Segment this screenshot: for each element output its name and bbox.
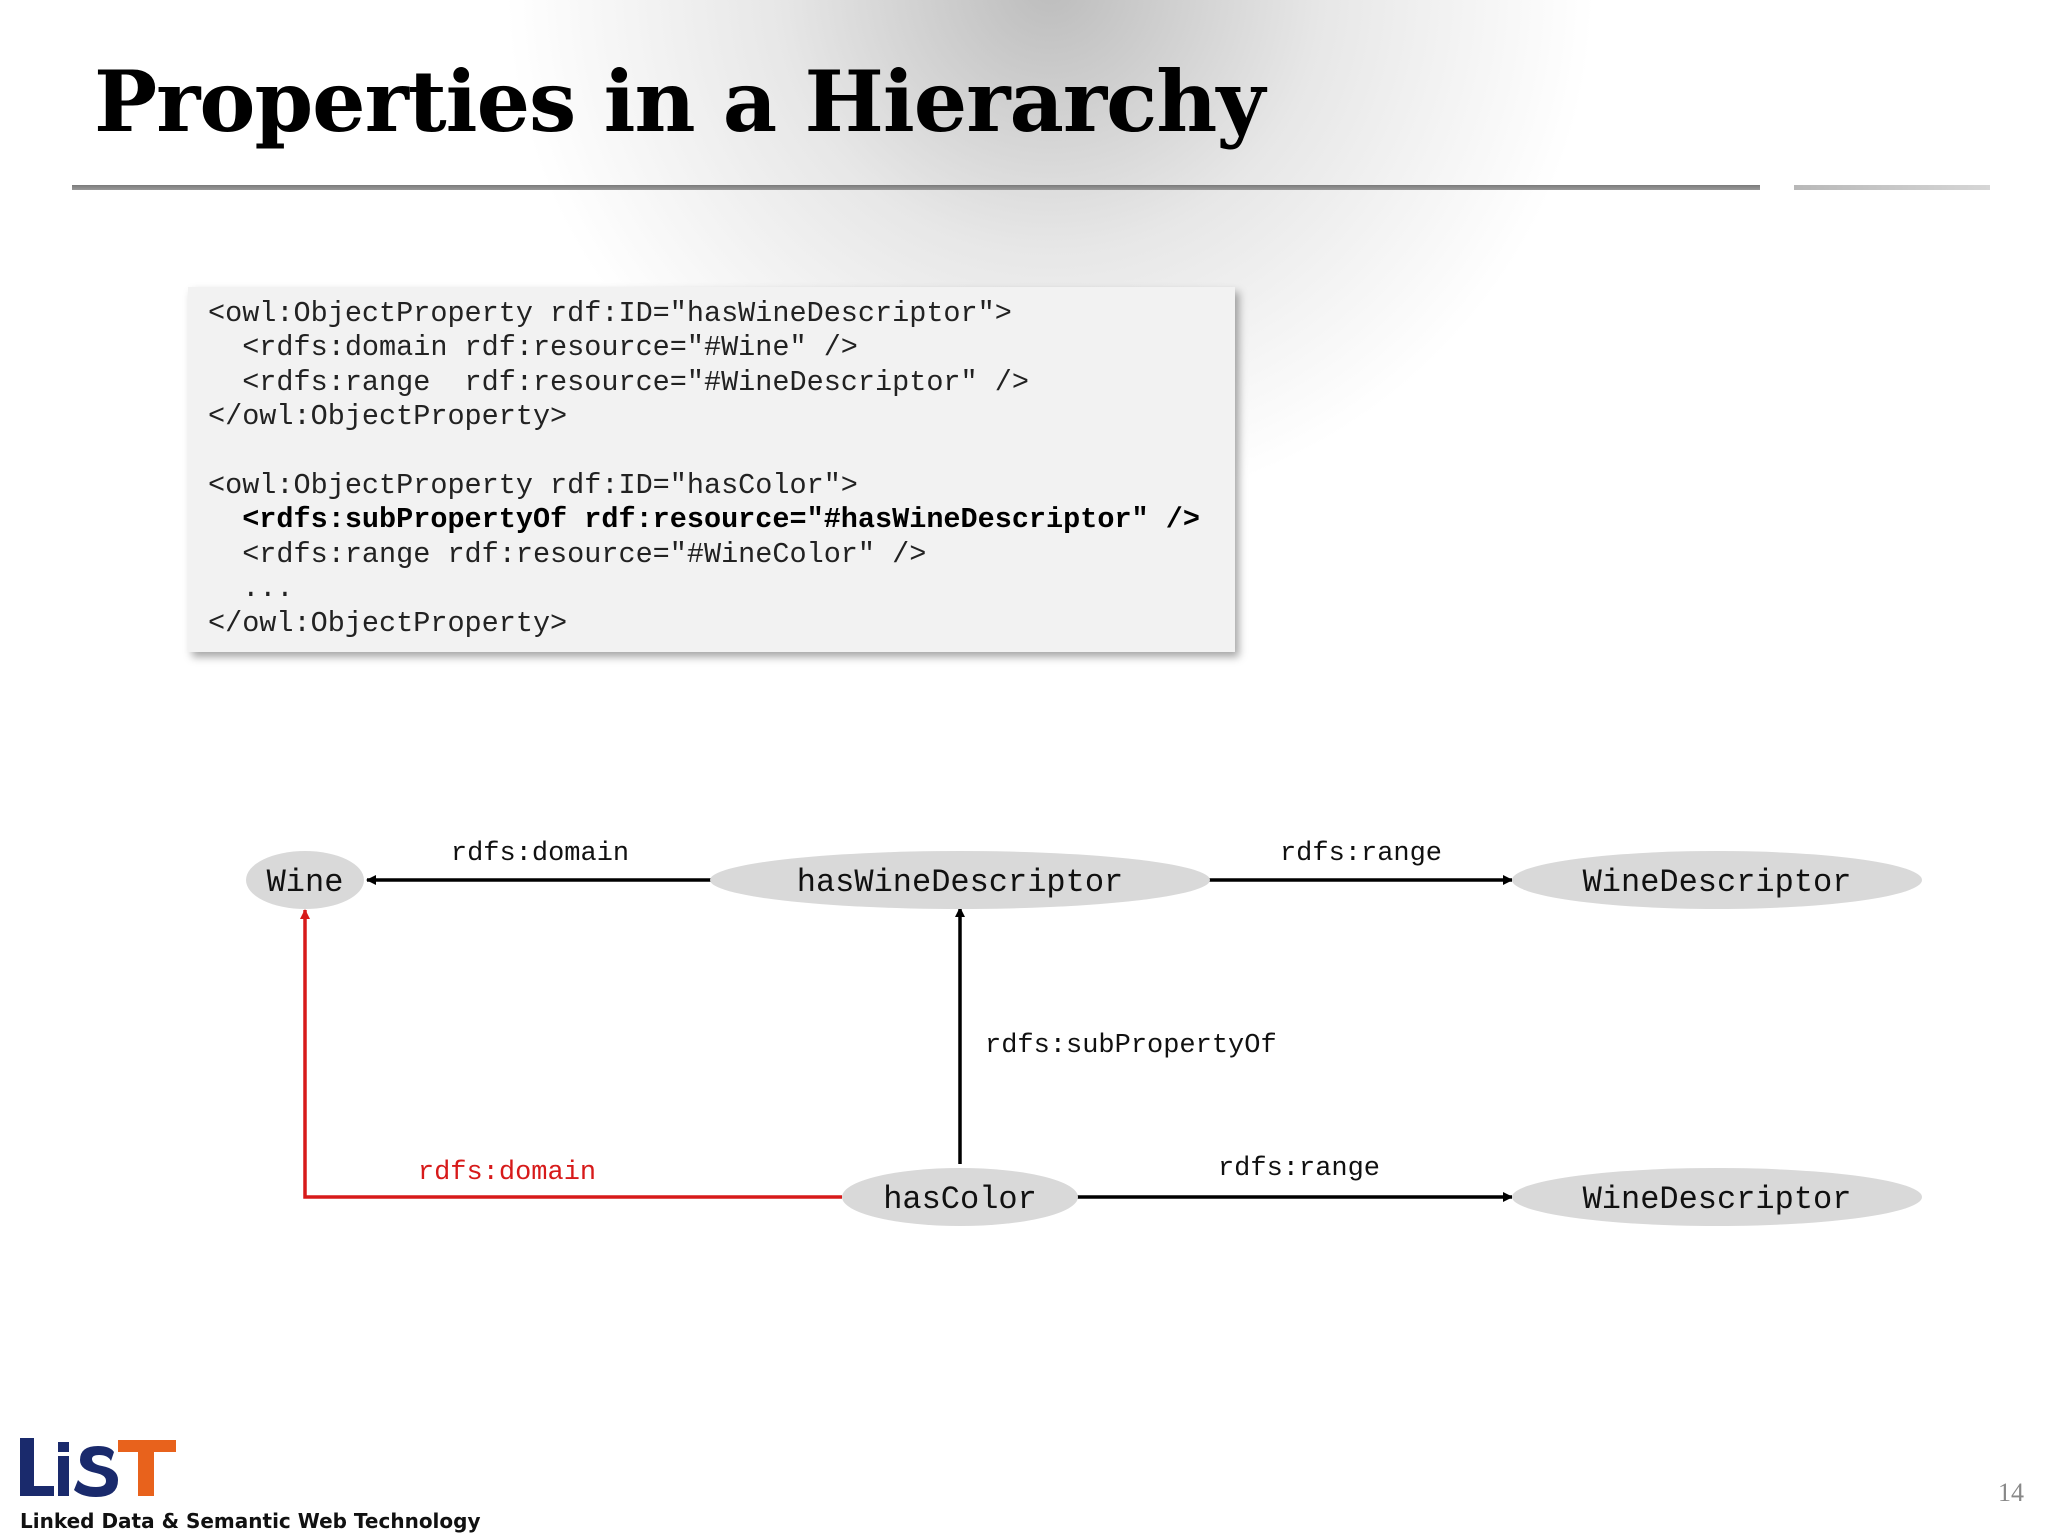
- code-lines: <owl:ObjectProperty rdf:ID="hasWineDescr…: [208, 297, 1200, 641]
- code-line: <rdfs:subPropertyOf rdf:resource="#hasWi…: [208, 503, 1200, 537]
- node-wine-descriptor-bottom-label: WineDescriptor: [1583, 1181, 1852, 1218]
- page-number: 14: [1998, 1478, 2024, 1507]
- list-logo-mark: [20, 1438, 176, 1497]
- code-line: <owl:ObjectProperty rdf:ID="hasColor">: [208, 468, 858, 502]
- slide-title: Properties in a Hierarchy: [94, 52, 1265, 151]
- footer-caption: Linked Data & Semantic Web Technology: [20, 1509, 481, 1533]
- code-line: <rdfs:range rdf:resource="#WineDescripto…: [208, 365, 1029, 399]
- node-has-wine-descriptor: hasWineDescriptor: [710, 851, 1210, 909]
- edge-label-range-top: rdfs:range: [1280, 839, 1442, 869]
- code-line: </owl:ObjectProperty>: [208, 606, 568, 640]
- node-has-wine-descriptor-label: hasWineDescriptor: [797, 864, 1123, 901]
- node-wine-descriptor-bottom-shape: [1512, 1168, 1922, 1226]
- node-wine-label: Wine: [267, 864, 344, 901]
- code-block: <owl:ObjectProperty rdf:ID="hasWineDescr…: [188, 287, 1235, 652]
- node-wine: Wine: [246, 851, 364, 909]
- edge-domain-bottom: [300, 909, 842, 1199]
- edge-label-domain-top: rdfs:domain: [451, 839, 629, 869]
- code-line: <rdfs:range rdf:resource="#WineColor" />: [208, 537, 927, 571]
- list-logo: [18, 1434, 178, 1505]
- node-wine-descriptor-bottom: WineDescriptor: [1512, 1168, 1922, 1226]
- node-wine-descriptor-top-shape: [1512, 851, 1922, 909]
- node-has-color: hasColor: [842, 1168, 1078, 1226]
- node-has-wine-descriptor-shape: [710, 851, 1210, 909]
- node-wine-descriptor-top-label: WineDescriptor: [1583, 864, 1852, 901]
- title-underline: [72, 185, 1760, 190]
- edge-label-range-bottom: rdfs:range: [1218, 1154, 1380, 1184]
- node-wine-descriptor-top: WineDescriptor: [1512, 851, 1922, 909]
- code-line: <rdfs:domain rdf:resource="#Wine" />: [208, 331, 858, 365]
- edge-label-subpropertyof: rdfs:subPropertyOf: [985, 1031, 1277, 1061]
- edge-label-domain-bottom: rdfs:domain: [418, 1158, 596, 1188]
- node-has-color-label: hasColor: [883, 1181, 1037, 1218]
- code-line: </owl:ObjectProperty>: [208, 400, 568, 434]
- node-has-color-shape: [842, 1168, 1078, 1226]
- node-wine-shape: [246, 851, 364, 909]
- code-line: ...: [208, 572, 294, 606]
- title-underline-accent: [1794, 185, 1990, 190]
- code-line: <owl:ObjectProperty rdf:ID="hasWineDescr…: [208, 297, 1012, 330]
